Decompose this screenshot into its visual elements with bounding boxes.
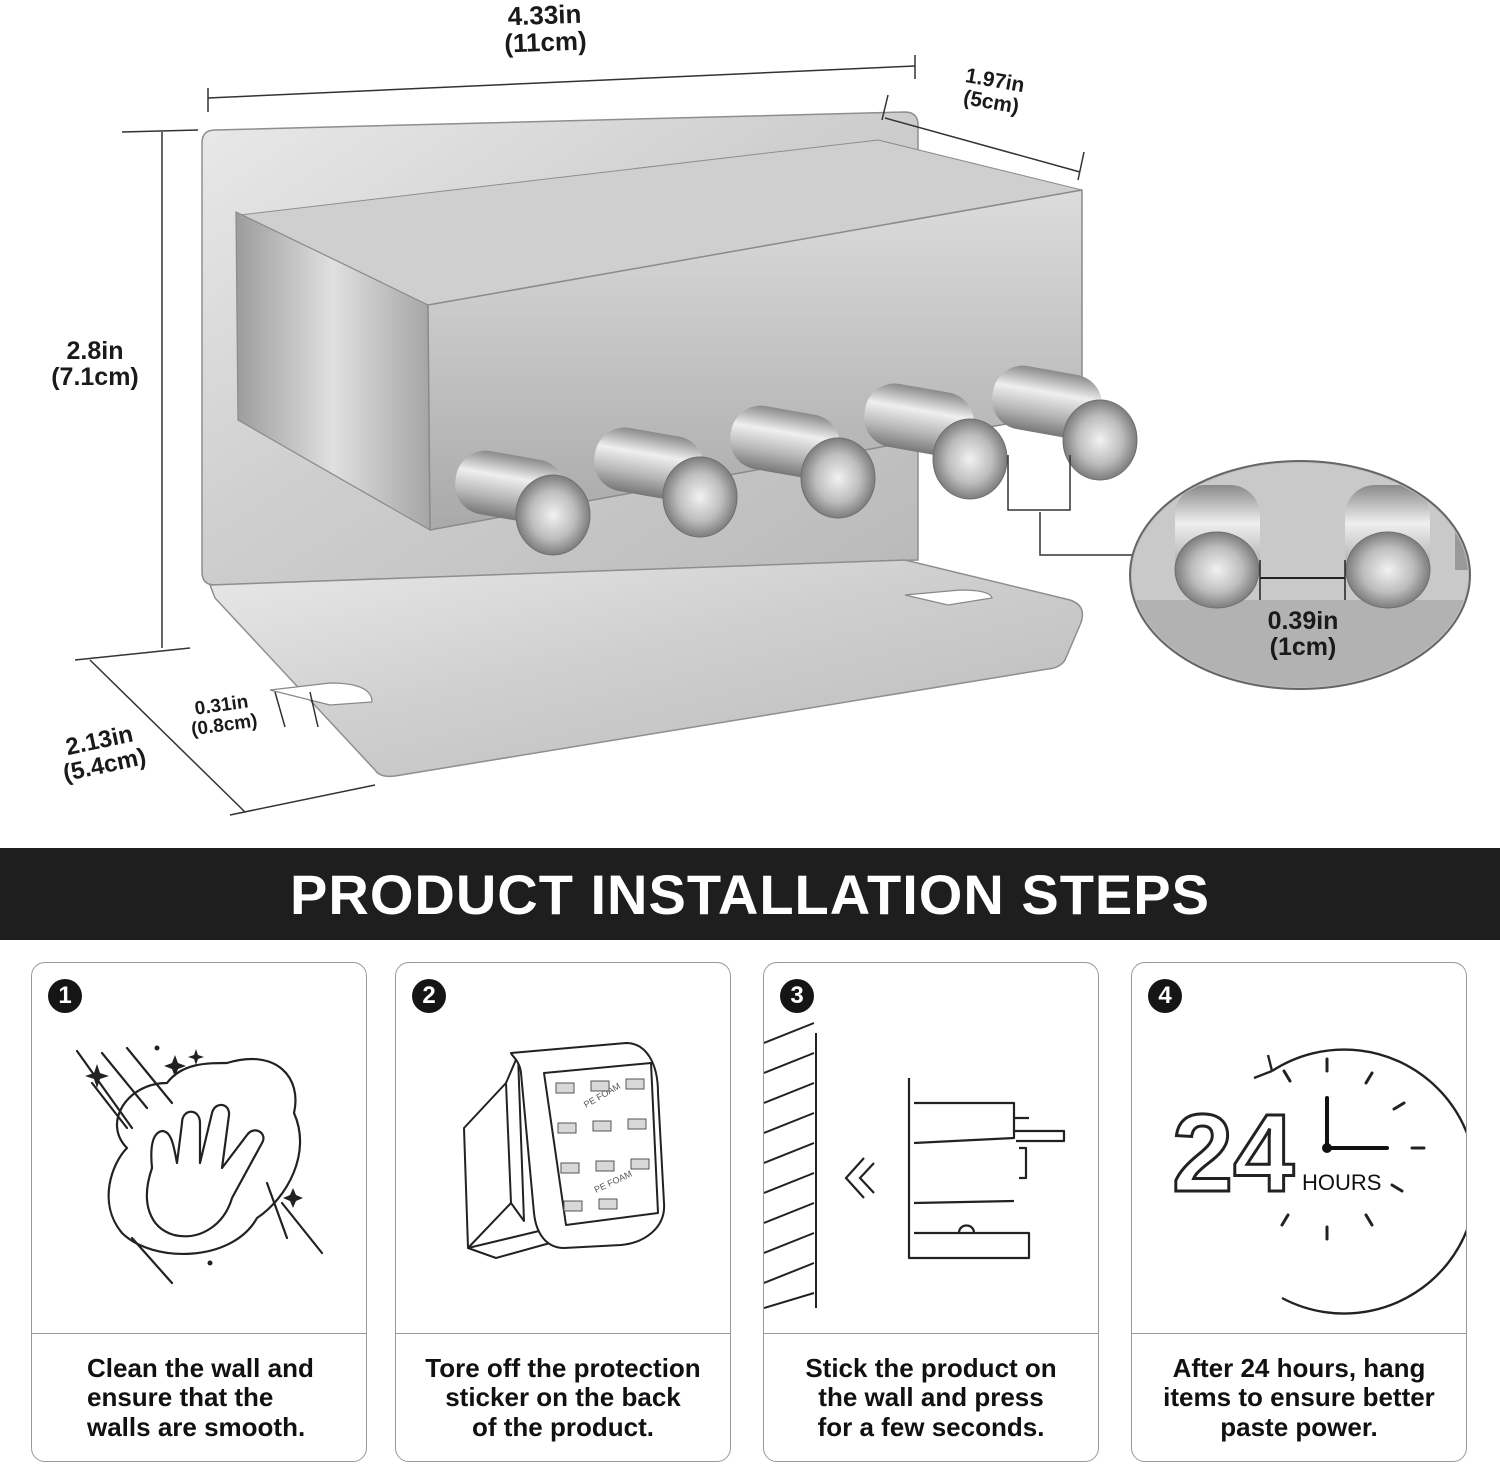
step-card-2: PE FOAM PE FOAM 2 Tore off the protectio… bbox=[395, 962, 731, 1462]
clock-hours-label: HOURS bbox=[1302, 1170, 1381, 1195]
step-caption: Stick the product on the wall and press … bbox=[764, 1343, 1098, 1453]
stick-to-wall-icon bbox=[764, 1022, 1066, 1309]
detail-zoom-view bbox=[1129, 460, 1471, 690]
step-caption-text: Clean the wall and ensure that the walls… bbox=[87, 1353, 314, 1442]
push-arrows-icon bbox=[844, 1157, 875, 1199]
card-divider bbox=[396, 1333, 730, 1334]
dimension-width: 4.33in(11cm) bbox=[503, 0, 588, 59]
clock-24-label: 24 bbox=[1172, 1092, 1294, 1215]
dimension-height: 2.8in(7.1cm) bbox=[51, 337, 139, 392]
step-number: 4 bbox=[1148, 979, 1182, 1013]
step-caption: Tore off the protection sticker on the b… bbox=[396, 1343, 730, 1453]
bottom-shelf bbox=[208, 559, 1084, 778]
step-number: 2 bbox=[412, 979, 446, 1013]
peg-hooks bbox=[455, 365, 1138, 556]
peel-sticker-icon: PE FOAM PE FOAM bbox=[463, 1042, 666, 1259]
clock-24-hours-icon: 24 HOURS bbox=[1171, 1048, 1466, 1315]
step-card-3: 3 Stick the product on the wall and pres… bbox=[763, 962, 1099, 1462]
step-number: 1 bbox=[48, 979, 82, 1013]
step-caption-text: Stick the product on the wall and press … bbox=[805, 1353, 1057, 1442]
clock-ticks bbox=[1280, 1057, 1426, 1241]
product-illustration bbox=[74, 55, 1471, 816]
wall-hatch bbox=[764, 1022, 817, 1309]
hand-wiping-icon bbox=[75, 1045, 324, 1285]
installation-banner: PRODUCT INSTALLATION STEPS bbox=[0, 848, 1500, 940]
sticker-pads bbox=[555, 1078, 650, 1212]
step-caption-text: After 24 hours, hang items to ensure bet… bbox=[1163, 1353, 1435, 1442]
card-divider bbox=[32, 1333, 366, 1334]
step-caption: After 24 hours, hang items to ensure bet… bbox=[1132, 1343, 1466, 1453]
step-card-1: 1 Clean the wall and ensure that the wal… bbox=[31, 962, 367, 1462]
card-divider bbox=[1132, 1333, 1466, 1334]
step-caption-text: Tore off the protection sticker on the b… bbox=[425, 1353, 701, 1442]
step-caption: Clean the wall and ensure that the walls… bbox=[32, 1343, 366, 1453]
banner-title: PRODUCT INSTALLATION STEPS bbox=[290, 862, 1210, 926]
step-card-4: 24 HOURS 4 After 24 hours, hang items to… bbox=[1131, 962, 1467, 1462]
card-divider bbox=[764, 1333, 1098, 1334]
step-number: 3 bbox=[780, 979, 814, 1013]
dimension-hook-gap: 0.39in(1cm) bbox=[1267, 607, 1339, 662]
